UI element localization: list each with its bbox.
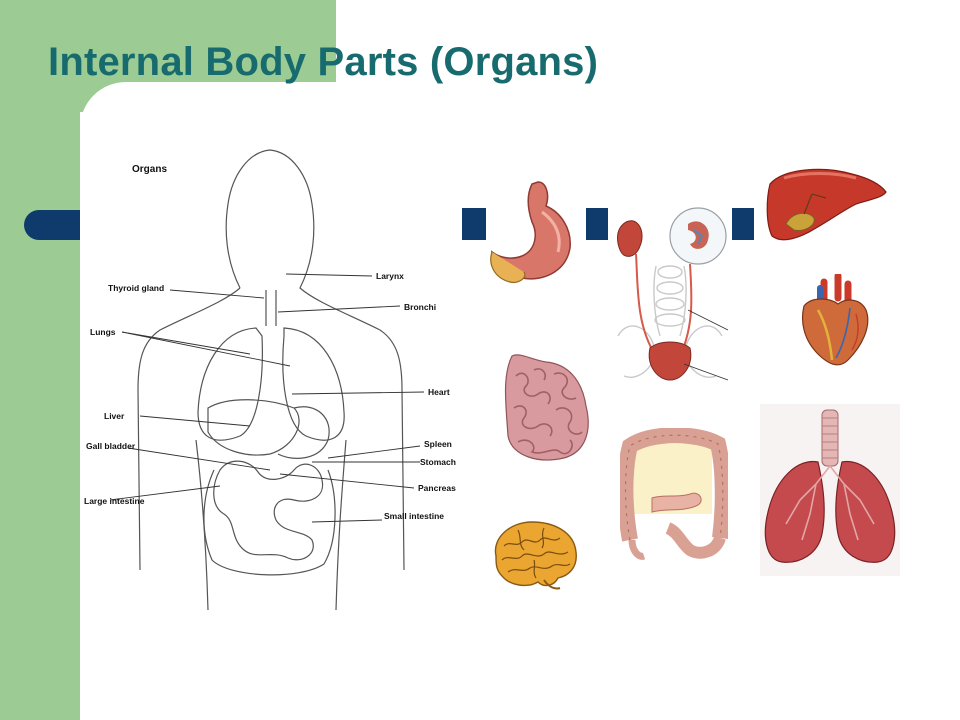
stomach-illustration <box>490 181 571 283</box>
label-gall-bladder: Gall bladder <box>86 441 136 451</box>
heart-illustration <box>801 274 869 366</box>
lungs-illustration <box>760 404 900 576</box>
torso-side <box>195 439 347 611</box>
label-small-intestine: Small intestine <box>384 511 444 521</box>
label-liver: Liver <box>104 411 125 421</box>
label-spleen: Spleen <box>424 439 452 449</box>
trachea-outline <box>265 290 277 326</box>
label-thyroid-gland: Thyroid gland <box>108 283 164 293</box>
bullet-marker <box>730 208 754 240</box>
label-large-intestine: Large intestine <box>84 496 145 506</box>
label-heart: Heart <box>428 387 450 397</box>
body-outline <box>137 149 405 571</box>
stomach-outline <box>277 406 330 459</box>
accent-sidebar <box>0 0 80 720</box>
intestine-coils <box>213 460 324 561</box>
bullet-marker <box>586 208 610 240</box>
label-stomach: Stomach <box>420 457 456 467</box>
body-organs-diagram: Organs Larynx Thyroid gland Bronchi Lung… <box>84 149 456 611</box>
slide-title: Internal Body Parts (Organs) <box>48 40 599 84</box>
brain-illustration <box>494 521 577 590</box>
liver-illustration <box>766 168 887 241</box>
small-intestine-illustration <box>504 354 589 461</box>
label-bronchi: Bronchi <box>404 302 436 312</box>
label-pancreas: Pancreas <box>418 483 456 493</box>
label-lungs: Lungs <box>90 327 116 337</box>
large-intestine-illustration <box>620 428 728 560</box>
large-intestine-outline <box>203 469 336 576</box>
bullet-marker <box>24 210 80 240</box>
lungs-outline <box>197 327 345 441</box>
label-larynx: Larynx <box>376 271 404 281</box>
diagram-heading: Organs <box>132 164 167 175</box>
bullet-marker <box>462 208 486 240</box>
liver-outline <box>207 399 300 456</box>
kidneys-bladder-illustration <box>608 206 732 388</box>
